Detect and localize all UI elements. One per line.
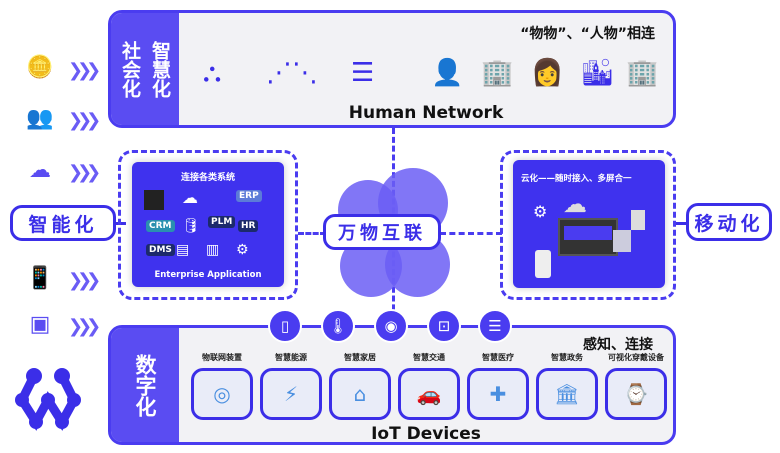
wearable-device-tile: ⌚	[605, 368, 667, 420]
smart-traffic-tile: 🚗	[398, 368, 460, 420]
robot-icon: ⊡	[427, 309, 461, 343]
wireless-user-icon: ◉	[374, 309, 408, 343]
side-col-smart: 智慧化	[149, 40, 171, 98]
building-icon: 🏢	[481, 58, 514, 88]
bottom-tagline: 感知、连接	[583, 337, 653, 353]
flowchart-icon: ☰	[351, 58, 375, 88]
category-label: 智慧医疗	[482, 353, 514, 362]
cloud-panel: 云化——随时接入、多屏合一 ☁ ⚙	[513, 160, 665, 288]
person-icon: 👩	[531, 58, 564, 88]
server-icon: ▥	[206, 242, 220, 258]
tablet-icon: ▤	[176, 242, 190, 258]
phone-icon	[535, 250, 551, 278]
enterprise-panel: 连接各类系统 ☁ ERP CRM 🛢 PLM HR DMS ▤ ▥ ⚙ Ente…	[132, 162, 284, 287]
thermometer-icon: 🌡	[321, 309, 355, 343]
connector-line	[298, 232, 326, 235]
top-tagline: “物物”、“人物”相连	[520, 26, 655, 42]
side-label: 社会化 智慧化	[111, 13, 179, 125]
enterprise-footer: Enterprise Application	[154, 270, 262, 280]
iot-devices-title: IoT Devices	[371, 424, 481, 444]
watch-phone-icon: 📱	[26, 266, 54, 291]
hierarchy-icon: ⛬	[203, 58, 222, 88]
building-icon: 🏙	[581, 58, 615, 88]
person-icon: 👤	[431, 58, 464, 88]
cloud-folder-icon: ☁	[182, 188, 198, 207]
side-label: 数字化	[111, 328, 179, 442]
digital-label: 数字化	[133, 353, 157, 417]
tablet-icon	[613, 230, 631, 252]
chevron-right-icon: ❯❯❯	[68, 162, 101, 183]
connector-line	[674, 222, 688, 225]
enterprise-heading: 连接各类系统	[180, 173, 235, 183]
chip-icon: ▣	[29, 312, 51, 337]
users-network-icon: 👥	[26, 106, 54, 131]
gear-monitor-icon: ⚙	[236, 242, 249, 258]
connector-line	[440, 232, 502, 235]
category-label: 智慧家居	[344, 353, 376, 362]
smart-medical-tile: ✚	[467, 368, 529, 420]
gear-icon: ⚙	[533, 202, 548, 221]
smartphone-icon: ▯	[268, 309, 302, 343]
coins-icon: 🪙	[26, 55, 54, 80]
chevron-right-icon: ❯❯❯	[68, 60, 101, 81]
category-label: 可视化穿戴设备	[608, 353, 664, 362]
crm-badge: CRM	[146, 220, 175, 232]
iot-device-tile: ◎	[191, 368, 253, 420]
category-label: 智慧政务	[551, 353, 583, 362]
network-graph-icon: ⋰⋱	[266, 58, 318, 88]
cloud-icon: ☁	[29, 158, 51, 183]
monitor-icon	[558, 218, 618, 256]
chevron-right-icon: ❯❯❯	[68, 270, 101, 291]
intelligent-pill: 智能化	[10, 205, 116, 241]
smart-home-tile: ⌂	[329, 368, 391, 420]
smart-energy-tile: ⚡	[260, 368, 322, 420]
chat-icon: ☰	[478, 309, 512, 343]
category-label: 智慧交通	[413, 353, 445, 362]
chevron-right-icon: ❯❯❯	[68, 110, 101, 131]
iot-interconnect-pill: 万物互联	[323, 214, 441, 250]
database-icon: 🛢	[182, 218, 200, 234]
category-label: 物联网装置	[202, 353, 242, 362]
logo-icon	[15, 368, 81, 431]
human-network-title: Human Network	[348, 103, 504, 123]
building-icon: 🏢	[626, 58, 659, 88]
document-icon	[631, 210, 645, 230]
dms-badge: DMS	[146, 244, 175, 256]
side-col-social: 社会化	[119, 40, 141, 98]
cloud-icon: ☁	[563, 190, 587, 218]
chevron-right-icon: ❯❯❯	[68, 316, 101, 337]
mobile-pill: 移动化	[686, 203, 772, 241]
smart-government-tile: 🏛	[536, 368, 598, 420]
cloud-frame	[500, 150, 676, 300]
cloud-heading: 云化——随时接入、多屏合一	[521, 174, 632, 184]
hr-badge: HR	[238, 220, 259, 232]
chip-icon	[144, 190, 164, 210]
human-network-panel: 社会化 智慧化 “物物”、“人物”相连 ⛬ ⋰⋱ ☰ 👤 🏢 👩 🏙 🏢 Hum…	[108, 10, 676, 128]
erp-badge: ERP	[236, 190, 262, 202]
category-label: 智慧能源	[275, 353, 307, 362]
plm-badge: PLM	[208, 216, 236, 228]
enterprise-frame	[118, 150, 298, 300]
